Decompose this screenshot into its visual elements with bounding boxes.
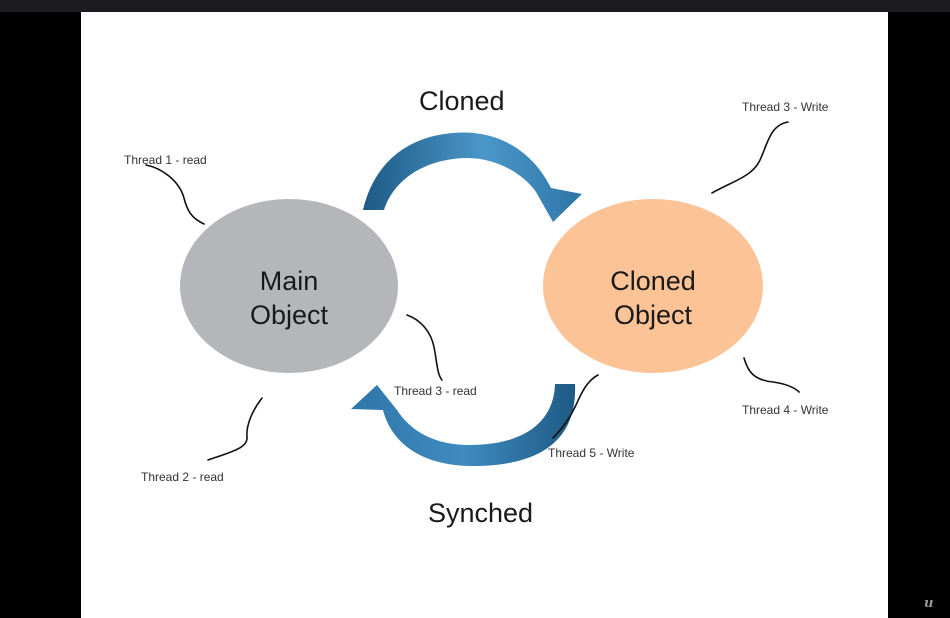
thread-5-connector (552, 374, 599, 439)
thread-2-label: Thread 2 - read (141, 470, 224, 484)
thread-3-write-label: Thread 3 - Write (742, 100, 829, 114)
slide: Cloned Synched Main Object Cloned Object… (81, 12, 888, 618)
thread-5-label: Thread 5 - Write (548, 446, 635, 460)
thread-2-connector (207, 397, 263, 461)
thread-1-label: Thread 1 - read (124, 153, 207, 167)
synched-label: Synched (428, 498, 534, 528)
thread-3-read-label: Thread 3 - read (394, 384, 477, 398)
thread-1-connector (145, 164, 205, 225)
thread-3-read-connector (406, 314, 443, 381)
main-object-node (180, 199, 398, 373)
cloned-label: Cloned (419, 86, 505, 116)
cloned-object-line-1: Cloned (610, 266, 696, 296)
thread-4-label: Thread 4 - Write (742, 403, 829, 417)
main-object-text: Main Object (219, 264, 359, 332)
cloned-object-node (543, 199, 763, 373)
cloned-object-line-2: Object (613, 300, 693, 330)
watermark-logo: u (924, 596, 934, 611)
thread-4-connector (743, 357, 800, 393)
main-object-line-1: Main (259, 266, 319, 296)
main-object-line-2: Object (249, 300, 329, 330)
thread-3-write-connector (711, 121, 789, 194)
video-top-bar (0, 0, 950, 12)
synched-arrow (351, 384, 576, 467)
concurrency-diagram (145, 121, 800, 467)
cloned-arrow (363, 132, 582, 222)
cloned-object-text: Cloned Object (583, 264, 723, 332)
